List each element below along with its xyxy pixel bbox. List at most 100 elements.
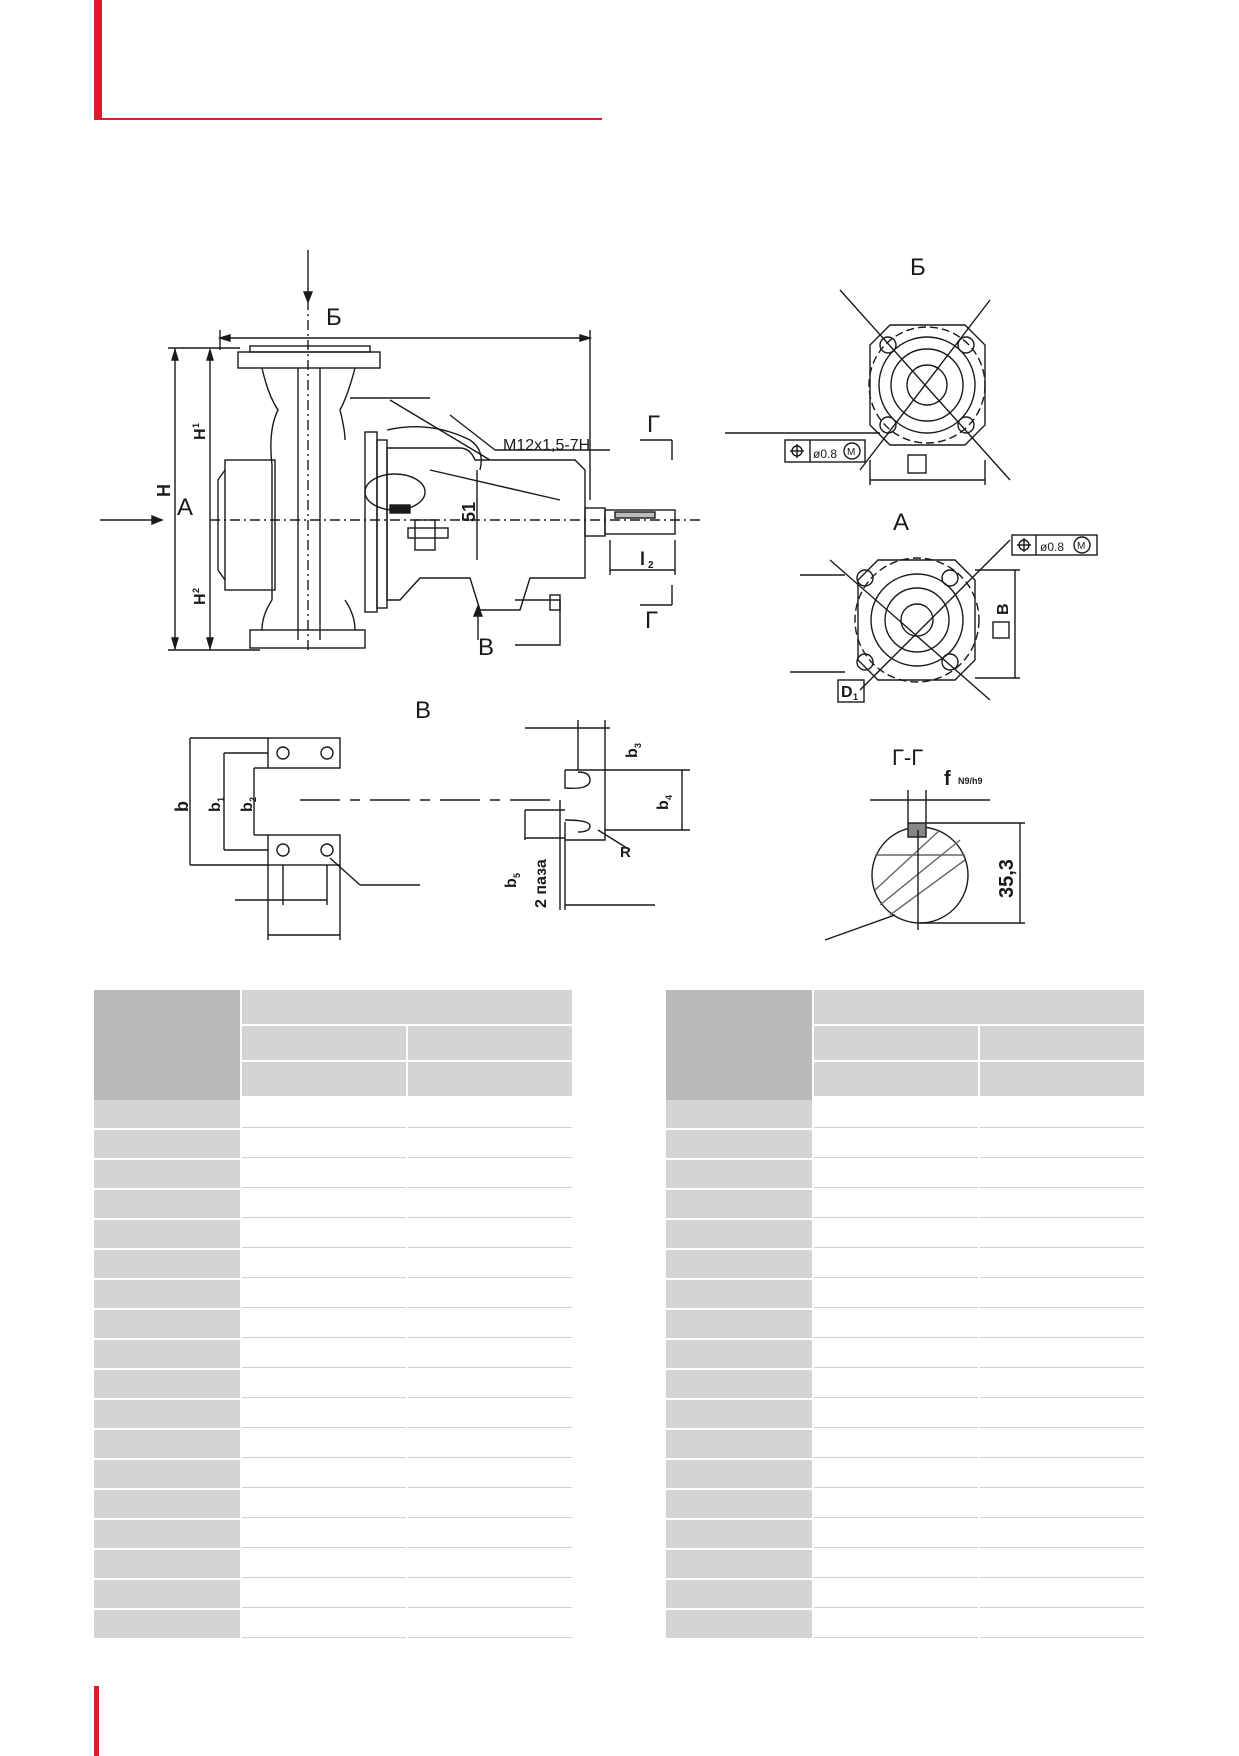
table-cell [980, 1280, 1144, 1308]
table-row [666, 1220, 1144, 1248]
view-b-tolerance-mod: M [847, 447, 855, 458]
table-cell [94, 1370, 240, 1398]
table-row [666, 1130, 1144, 1158]
table-cell [814, 1430, 978, 1458]
table-cell [666, 1370, 812, 1398]
right-table-header-side [666, 990, 812, 1100]
table-cell [242, 1190, 406, 1218]
table-cell [666, 1520, 812, 1548]
left-table-header-side [94, 990, 240, 1100]
dim-51: 51 [459, 502, 479, 522]
tolerance-frame-b [784, 439, 866, 463]
table-row [94, 1130, 572, 1158]
table-cell [814, 1460, 978, 1488]
right-table-rows [666, 1100, 1144, 1638]
table-cell [814, 1310, 978, 1338]
dim-l2: l [640, 549, 645, 569]
main-label-b: Б [326, 304, 342, 331]
view-b-tolerance: ø0.8 [813, 447, 837, 461]
table-row [666, 1370, 1144, 1398]
table-cell [408, 1460, 572, 1488]
table-row [666, 1460, 1144, 1488]
view-v-b1-sub: 1 [216, 797, 226, 802]
table-cell [980, 1340, 1144, 1368]
view-v-title: В [415, 697, 431, 724]
table-cell [94, 1310, 240, 1338]
table-cell [666, 1400, 812, 1428]
section-gg-dim: 35,3 [996, 859, 1018, 898]
table-cell [94, 1610, 240, 1638]
view-b [725, 289, 1011, 485]
table-cell [242, 1610, 406, 1638]
table-cell [814, 1250, 978, 1278]
left-table-header-cell [242, 1062, 406, 1096]
view-a-title: А [893, 509, 909, 536]
table-row [94, 1520, 572, 1548]
table-row [94, 1100, 572, 1128]
table-cell [94, 1130, 240, 1158]
table-cell [980, 1580, 1144, 1608]
main-label-v: В [478, 634, 494, 661]
left-table-header-cell [242, 1026, 406, 1060]
table-cell [666, 1190, 812, 1218]
table-row [666, 1490, 1144, 1518]
left-table [94, 990, 572, 1640]
table-cell [408, 1550, 572, 1578]
table-row [666, 1550, 1144, 1578]
table-row [666, 1310, 1144, 1338]
accent-line [102, 118, 602, 120]
table-row [94, 1460, 572, 1488]
view-v-b2-sub: 2 [248, 797, 258, 802]
table-cell [666, 1160, 812, 1188]
table-row [94, 1310, 572, 1338]
table-row [666, 1100, 1144, 1128]
table-cell [408, 1130, 572, 1158]
table-cell [980, 1460, 1144, 1488]
table-row [666, 1580, 1144, 1608]
table-row [94, 1160, 572, 1188]
table-cell [980, 1190, 1144, 1218]
view-a-tolerance-mod: M [1077, 541, 1085, 552]
table-row [666, 1610, 1144, 1638]
table-cell [980, 1250, 1144, 1278]
accent-bar-bottom [94, 1686, 99, 1756]
table-row [94, 1340, 572, 1368]
table-cell [242, 1100, 406, 1128]
table-cell [666, 1100, 812, 1128]
table-row [94, 1370, 572, 1398]
table-cell [980, 1430, 1144, 1458]
table-cell [666, 1460, 812, 1488]
view-v-b5: b [503, 878, 520, 888]
table-cell [814, 1340, 978, 1368]
table-cell [94, 1430, 240, 1458]
main-label-a: А [177, 494, 193, 521]
table-cell [666, 1490, 812, 1518]
dim-h: H [154, 484, 174, 497]
table-cell [242, 1550, 406, 1578]
table-cell [242, 1340, 406, 1368]
table-cell [94, 1580, 240, 1608]
table-row [94, 1400, 572, 1428]
table-cell [666, 1340, 812, 1368]
right-table-header-top [814, 990, 1144, 1024]
table-row [94, 1250, 572, 1278]
right-table [666, 990, 1144, 1640]
view-v-r: R [620, 844, 631, 861]
table-cell [94, 1340, 240, 1368]
table-row [94, 1430, 572, 1458]
table-row [94, 1580, 572, 1608]
dim-h1-sub: 1 [191, 423, 201, 428]
table-cell [980, 1310, 1144, 1338]
table-cell [980, 1400, 1144, 1428]
table-cell [242, 1460, 406, 1488]
table-cell [94, 1220, 240, 1248]
left-table-header-cell [408, 1026, 572, 1060]
table-cell [980, 1490, 1144, 1518]
table-cell [666, 1130, 812, 1158]
table-cell [242, 1130, 406, 1158]
view-a-d1: D [841, 684, 853, 701]
main-label-g-top: Г [647, 411, 660, 438]
view-a-d1-sub: 1 [853, 692, 858, 702]
view-v-b5-sub: 5 [512, 873, 522, 878]
table-cell [980, 1160, 1144, 1188]
